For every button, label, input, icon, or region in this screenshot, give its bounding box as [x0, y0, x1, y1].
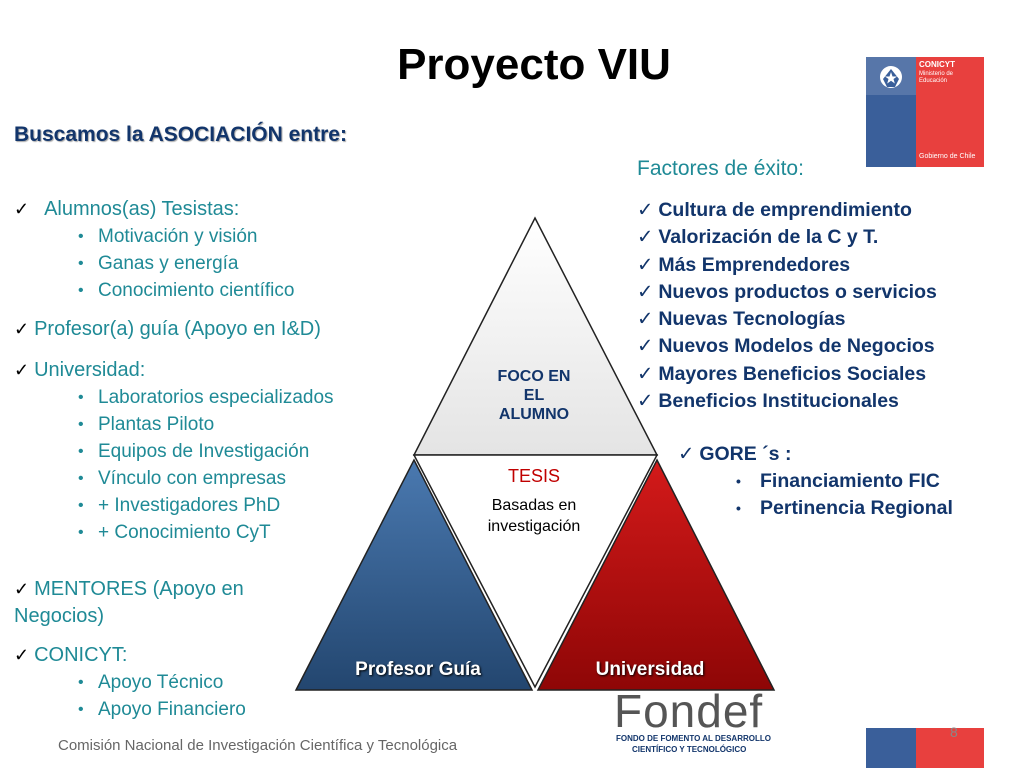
- list-item: Cultura de emprendimiento: [637, 197, 937, 224]
- tesis-description: Basadas en investigación: [462, 495, 606, 537]
- list-item: Beneficios Institucionales: [637, 388, 937, 415]
- mentores-label-line1: MENTORES (Apoyo en: [14, 576, 414, 603]
- page-number: 8: [950, 724, 958, 740]
- gore-label: GORE ´s :: [678, 441, 953, 468]
- focus-label-line1: FOCO EN: [497, 368, 571, 385]
- group-alumnos-text: Alumnos(as) Tesistas:: [44, 198, 240, 220]
- tesis-title: TESIS: [507, 466, 560, 486]
- focus-label: FOCO EN EL ALUMNO: [478, 367, 590, 424]
- tesis-description-line1: Basadas en: [491, 497, 577, 514]
- list-item: Pertinencia Regional: [678, 495, 953, 522]
- universidad-label: Universidad: [595, 659, 705, 680]
- triangle-right-segment: [536, 458, 776, 691]
- conicyt-logo-line2: Ministerio de: [919, 71, 954, 77]
- conicyt-logo-name: CONICYT: [919, 60, 955, 69]
- conicyt-logo: CONICYT Ministerio de Educación Gobierno…: [866, 57, 984, 167]
- triangle-center-segment: [412, 454, 659, 689]
- gobierno-de-chile-label: Gobierno de Chile: [919, 153, 976, 160]
- focus-label-line3: ALUMNO: [498, 406, 570, 423]
- list-item: Apoyo Financiero: [14, 696, 414, 723]
- profesor-guia-label: Profesor Guía: [355, 659, 481, 680]
- gore-section: GORE ´s : Financiamiento FIC Pertinencia…: [678, 441, 953, 522]
- footer-flag-shape: [866, 728, 984, 768]
- group-profesor-label: Profesor(a) guía (Apoyo en I&D): [14, 316, 414, 343]
- list-item: Laboratorios especializados: [14, 384, 414, 411]
- list-item: + Investigadores PhD: [14, 492, 414, 519]
- success-factors-list: Cultura de emprendimiento Valorización d…: [637, 197, 937, 415]
- list-item: Apoyo Técnico: [14, 669, 414, 696]
- list-item: Conocimiento científico: [14, 277, 414, 304]
- tesis-description-line2: investigación: [487, 518, 581, 535]
- list-item: Equipos de Investigación: [14, 438, 414, 465]
- triangle-left-segment: [294, 458, 534, 691]
- success-factors-heading: Factores de éxito:: [637, 157, 804, 180]
- list-item: + Conocimiento CyT: [14, 519, 414, 546]
- list-item: Valorización de la C y T.: [637, 224, 937, 251]
- list-item: Motivación y visión: [14, 223, 414, 250]
- list-item: Financiamiento FIC: [678, 468, 953, 495]
- group-alumnos-label: Alumnos(as) Tesistas:: [14, 196, 414, 223]
- focus-label-line2: EL: [523, 387, 545, 404]
- list-item: Nuevas Tecnologías: [637, 306, 937, 333]
- footer-institution: Comisión Nacional de Investigación Cient…: [58, 737, 458, 754]
- list-item: Nuevos Modelos de Negocios: [637, 333, 937, 360]
- conicyt-logo-line3: Educación: [919, 78, 948, 84]
- conicyt-logo-shape: [866, 57, 984, 167]
- list-item: Ganas y energía: [14, 250, 414, 277]
- fondef-logo: Fondef FONDO DE FOMENTO AL DESARROLLO CI…: [612, 685, 796, 760]
- slide-title: Proyecto VIU: [397, 40, 671, 89]
- fondef-logo-line2: CIENTÍFICO Y TECNOLÓGICO: [632, 745, 747, 754]
- list-item: Vínculo con empresas: [14, 465, 414, 492]
- association-heading: Buscamos la ASOCIACIÓN entre:: [14, 123, 347, 146]
- footer-flag-bar: [866, 728, 984, 768]
- group-universidad-label: Universidad:: [14, 357, 414, 384]
- mentores-label-line2: Negocios): [14, 605, 105, 627]
- list-item: Mayores Beneficios Sociales: [637, 361, 937, 388]
- list-item: Nuevos productos o servicios: [637, 279, 937, 306]
- left-column: Alumnos(as) Tesistas: Motivación y visió…: [14, 196, 414, 723]
- list-item: Más Emprendedores: [637, 252, 937, 279]
- fondef-logo-line1: FONDO DE FOMENTO AL DESARROLLO: [616, 734, 771, 743]
- fondef-logo-name: Fondef: [614, 685, 764, 737]
- list-item: Plantas Piloto: [14, 411, 414, 438]
- triangle-diagram: [294, 216, 776, 691]
- coat-of-arms-icon: [880, 66, 902, 88]
- conicyt-label: CONICYT:: [14, 642, 414, 669]
